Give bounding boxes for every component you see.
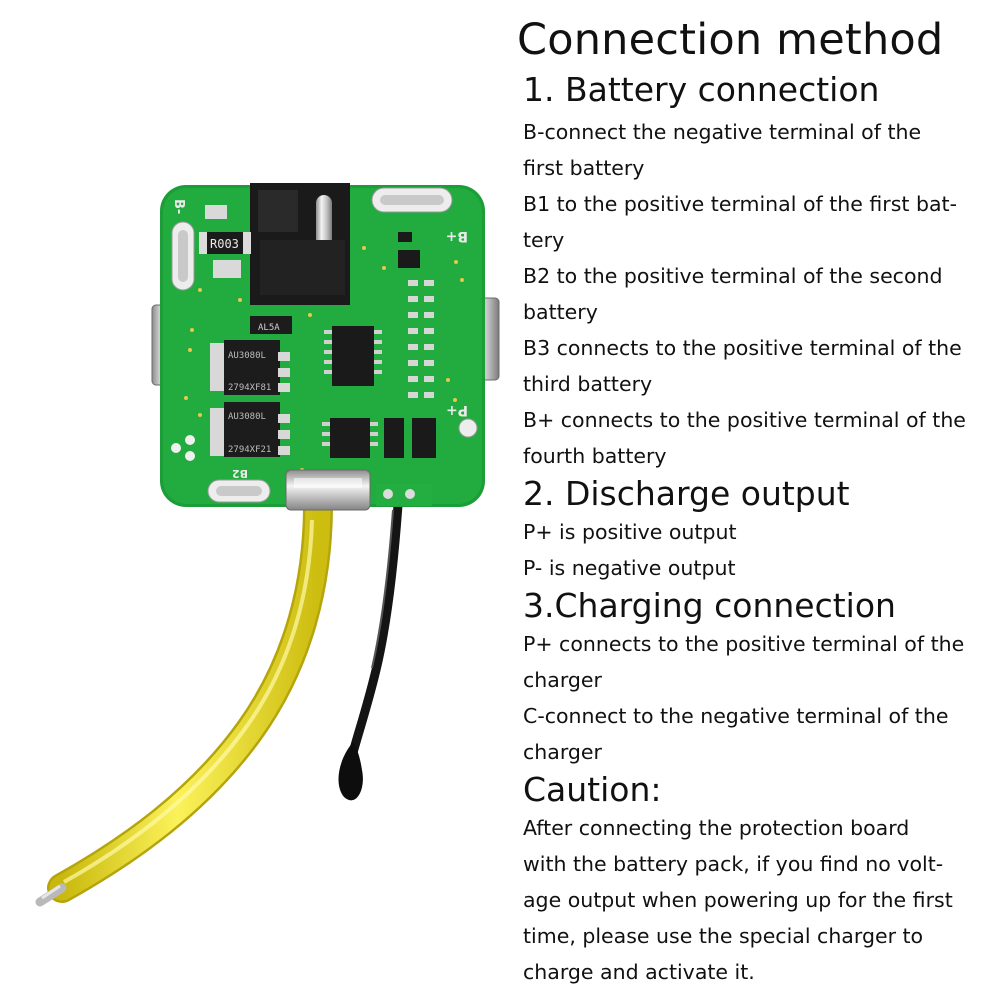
silk-b-minus: B-: [171, 199, 186, 214]
text-line: battery: [523, 300, 598, 324]
yellow-wire: [35, 490, 333, 907]
section-caution: Caution: After connecting the protection…: [515, 770, 995, 990]
text-line: first battery: [523, 156, 645, 180]
small-chip-label: AL5A: [258, 323, 280, 333]
text-line: P+ is positive output: [523, 520, 737, 544]
text-line: fourth battery: [523, 444, 667, 468]
text-line: B2 to the positive terminal of the secon…: [523, 264, 943, 288]
text-line: C-connect to the negative terminal of th…: [523, 704, 949, 728]
instructions-panel: Connection method 1. Battery connection …: [515, 14, 995, 990]
bottom-metal-tab: [285, 469, 371, 511]
section-battery-connection: 1. Battery connection B-connect the nega…: [515, 70, 995, 474]
mosfet2-label: AU3080L: [228, 412, 266, 422]
text-line: age output when powering up for the firs…: [523, 888, 953, 912]
mosfet1-code: 2794XF81: [228, 383, 271, 393]
section-heading: Caution:: [523, 770, 662, 809]
text-line: time, please use the special charger to: [523, 924, 924, 948]
silk-b-plus: B+: [446, 228, 468, 244]
page-title: Connection method: [517, 15, 944, 65]
text-line: charger: [523, 740, 602, 764]
resistor-label: R003: [210, 237, 239, 251]
text-line: After connecting the protection board: [523, 816, 910, 840]
text-line: P+ connects to the positive terminal of …: [523, 632, 965, 656]
text-line: with the battery pack, if you find no vo…: [523, 852, 944, 876]
text-line: B1 to the positive terminal of the first…: [523, 192, 957, 216]
mosfet1-label: AU3080L: [228, 351, 266, 361]
text-line: P- is negative output: [523, 556, 736, 580]
text-line: B3 connects to the positive terminal of …: [523, 336, 962, 360]
section-heading: 1. Battery connection: [523, 70, 880, 109]
black-wire: [338, 500, 403, 801]
product-photo: R003 AL5A AU3080L 2794XF81 AU3080L 2794X…: [35, 183, 500, 907]
section-heading: 2. Discharge output: [523, 474, 850, 513]
section-charging-connection: 3.Charging connection P+ connects to the…: [515, 586, 995, 770]
text-line: B+ connects to the positive terminal of …: [523, 408, 966, 432]
text-line: charger: [523, 668, 602, 692]
silk-b2: B2: [232, 467, 248, 480]
section-heading: 3.Charging connection: [523, 586, 896, 625]
silk-p-plus: P+: [446, 402, 468, 418]
mosfet2-code: 2794XF21: [228, 445, 271, 455]
text-line: third battery: [523, 372, 653, 396]
text-line: B-connect the negative terminal of the: [523, 120, 922, 144]
pcb-board: R003 AL5A AU3080L 2794XF81 AU3080L 2794X…: [160, 183, 485, 507]
section-discharge-output: 2. Discharge output P+ is positive outpu…: [515, 474, 995, 586]
text-line: tery: [523, 228, 565, 252]
text-line: charge and activate it.: [523, 960, 755, 984]
